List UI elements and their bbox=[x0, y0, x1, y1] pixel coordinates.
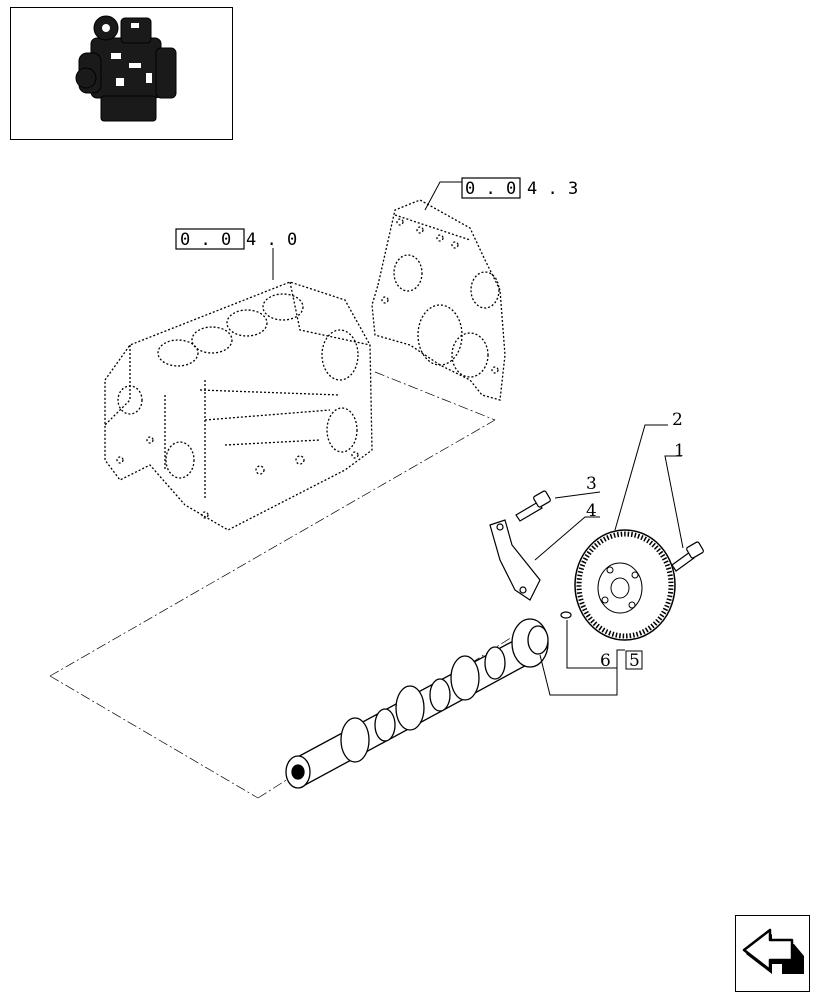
callout-4: 4 bbox=[586, 501, 597, 521]
reference-block-boxed: 0 . 0 bbox=[180, 230, 231, 250]
callout-leaders bbox=[272, 181, 684, 696]
next-page-button[interactable] bbox=[735, 915, 810, 992]
callout-5: 5 bbox=[629, 651, 640, 671]
pin-part bbox=[560, 611, 572, 619]
plate-bolt bbox=[515, 490, 551, 522]
gear-bolt bbox=[671, 541, 704, 572]
engine-thumbnail bbox=[10, 7, 233, 140]
callout-6: 6 bbox=[600, 651, 611, 671]
reference-cover-suffix: 4 . 3 bbox=[527, 179, 578, 199]
cam-gear bbox=[574, 529, 676, 641]
assembly-guide-lines bbox=[49, 371, 521, 799]
callout-1: 1 bbox=[674, 441, 685, 461]
camshaft bbox=[285, 618, 549, 789]
thrust-plate bbox=[489, 519, 541, 601]
callout-5-box bbox=[625, 650, 643, 670]
next-page-arrow-icon bbox=[742, 928, 804, 974]
reference-cover[interactable]: 0 . 0 4 . 3 bbox=[461, 177, 578, 199]
reference-block-suffix: 4 . 0 bbox=[246, 230, 297, 250]
reference-block[interactable]: 0 . 0 4 . 0 bbox=[175, 228, 297, 250]
engine-thumbnail-icon bbox=[75, 15, 177, 122]
timing-cover-outline bbox=[371, 199, 506, 401]
callout-2: 2 bbox=[672, 410, 683, 430]
engine-block-outline bbox=[104, 281, 373, 531]
callout-3: 3 bbox=[586, 474, 597, 494]
reference-cover-boxed: 0 . 0 bbox=[465, 179, 516, 199]
